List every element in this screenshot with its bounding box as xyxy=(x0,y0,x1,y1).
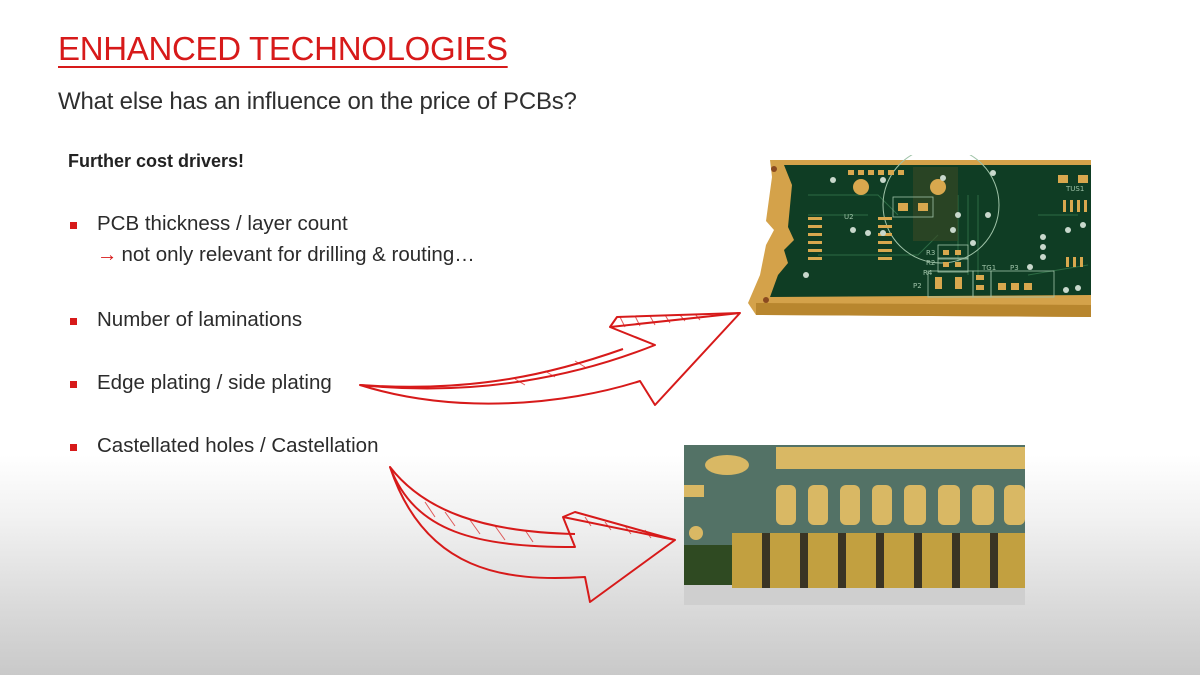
section-heading: Further cost drivers! xyxy=(68,151,245,171)
bullet-square-icon xyxy=(70,381,77,388)
red-arrow-icon xyxy=(359,312,741,406)
svg-text:P2: P2 xyxy=(913,282,922,290)
castellated-holes-image xyxy=(684,445,1025,605)
bullet-label: Castellated holes / Castellation xyxy=(97,434,379,457)
slide-title: ENHANCED TECHNOLOGIES xyxy=(58,30,508,67)
bullet-square-icon xyxy=(70,222,77,229)
svg-text:U2: U2 xyxy=(844,213,854,221)
bullet-label: Number of laminations xyxy=(97,308,303,331)
bullet-label: Edge plating / side plating xyxy=(97,371,332,394)
svg-text:R2: R2 xyxy=(926,259,935,267)
bullet-square-icon xyxy=(70,444,77,451)
bullet-subtext: →not only relevant for drilling & routin… xyxy=(97,243,475,266)
svg-text:P3: P3 xyxy=(1010,264,1019,272)
svg-text:R3: R3 xyxy=(926,249,935,257)
bullet-label: PCB thickness / layer count xyxy=(97,212,348,235)
bullet-square-icon xyxy=(70,318,77,325)
svg-text:TUS1: TUS1 xyxy=(1065,185,1084,193)
red-arrow-icon xyxy=(389,466,676,603)
svg-text:R4: R4 xyxy=(923,269,933,277)
svg-text:TG1: TG1 xyxy=(981,264,996,272)
right-arrow-icon: → xyxy=(97,243,118,266)
slide-subtitle: What else has an influence on the price … xyxy=(58,88,577,115)
